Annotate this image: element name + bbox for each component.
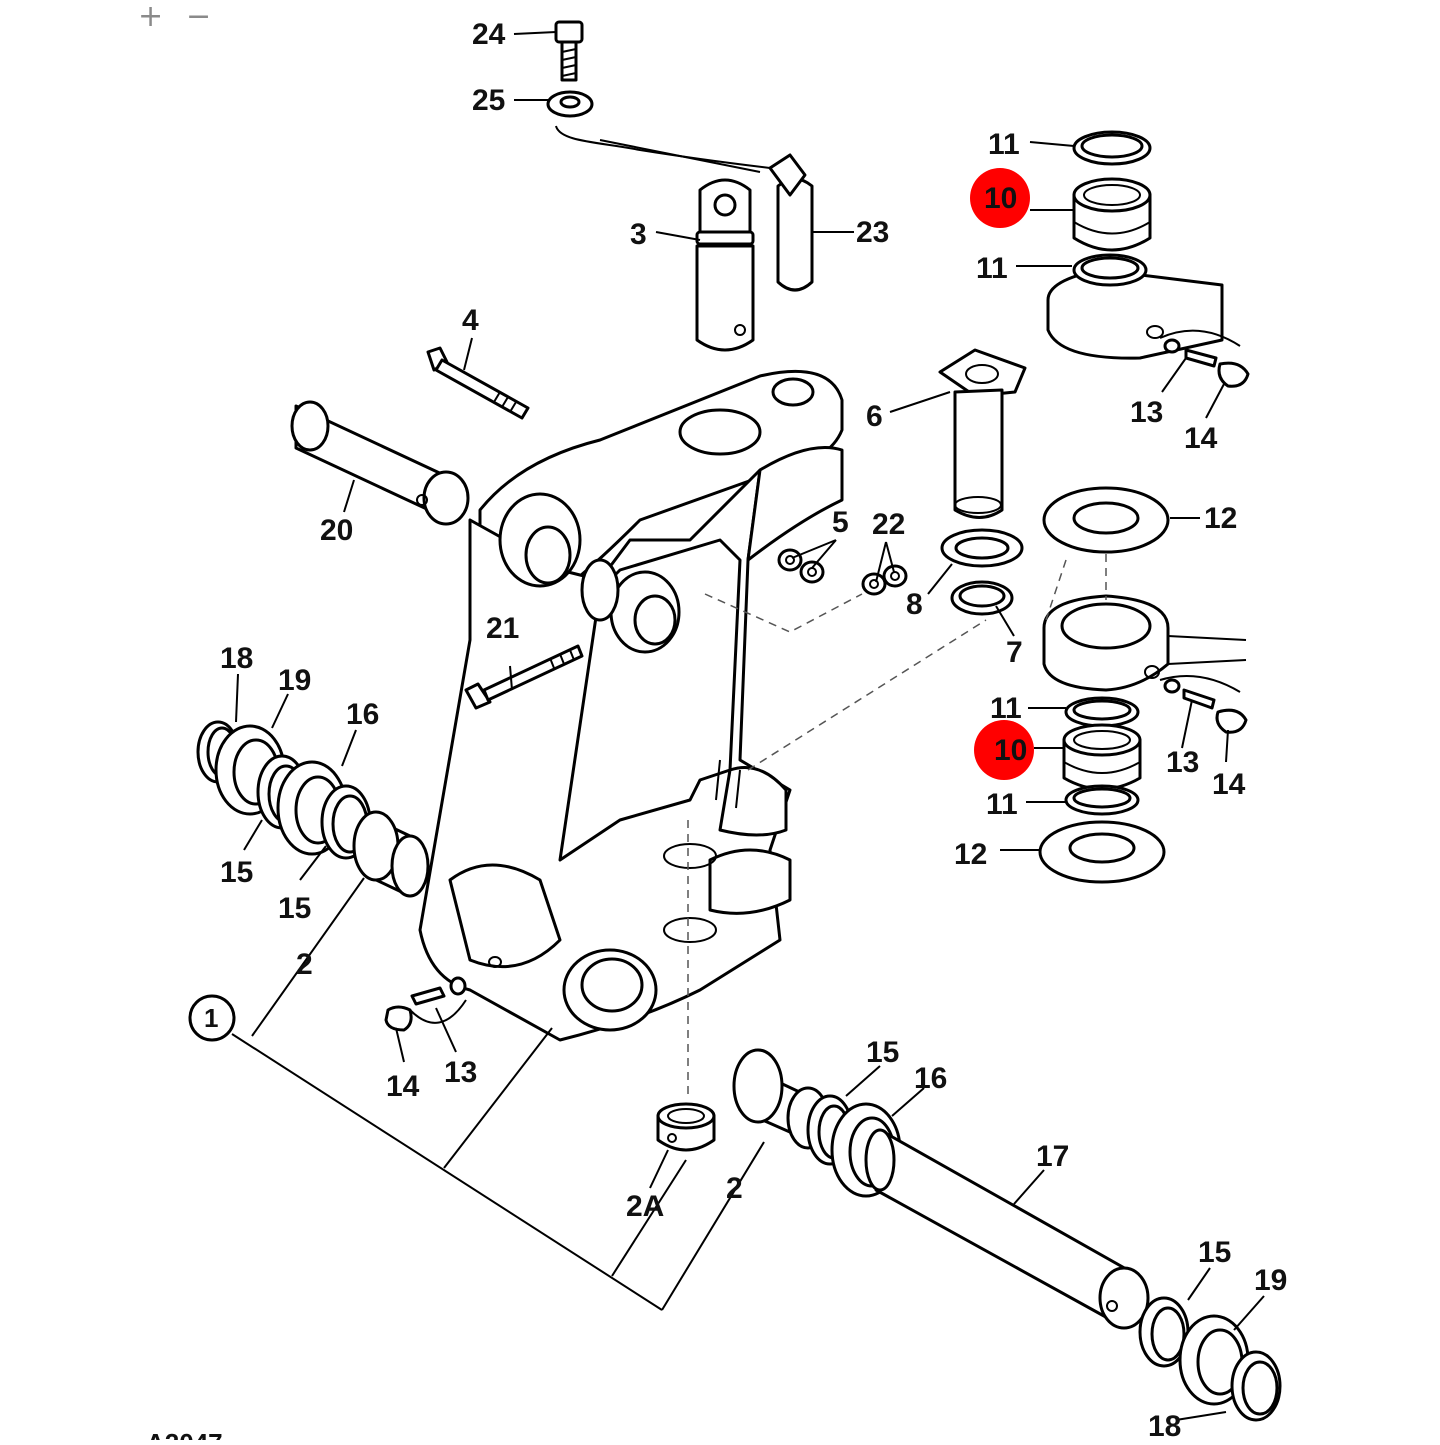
part-bolt-21 [464,644,584,710]
callout-6[interactable]: 6 [866,400,883,433]
part-pin-17 [864,1128,1150,1330]
part-bush-10-bottom [1062,723,1142,791]
part-bolt-24 [554,20,584,82]
zoom-in-button[interactable]: + [138,0,164,34]
part-bolt-4 [426,346,530,420]
part-grease-nipple-13-left [409,976,467,1024]
callout-23[interactable]: 23 [856,216,889,249]
part-ring-11-mid [1072,253,1148,287]
callout-10-b[interactable]: 10 [994,734,1027,767]
callout-12-b[interactable]: 12 [954,838,987,871]
callout-15-d[interactable]: 15 [1198,1236,1231,1269]
assembly-bracket-1 [231,877,765,1311]
callout-11-b[interactable]: 11 [976,252,1008,285]
part-washer-25 [546,90,594,118]
callout-11-c[interactable]: 11 [990,692,1022,725]
part-circlip-18-right [1230,1350,1282,1422]
callout-14-b[interactable]: 14 [1212,768,1246,801]
callout-11-d[interactable]: 11 [986,788,1018,821]
part-ring-11-top [1072,130,1152,166]
callout-18-b[interactable]: 18 [1148,1410,1181,1443]
callout-18-a[interactable]: 18 [220,642,253,675]
callout-16-a[interactable]: 16 [346,698,379,731]
callout-10-a[interactable]: 10 [984,182,1017,215]
callout-16-b[interactable]: 16 [914,1062,947,1095]
callout-11-a[interactable]: 11 [988,128,1020,161]
callout-2A[interactable]: 2A [626,1190,664,1223]
part-washer-8 [940,528,1024,568]
figure-number: A2047 [146,1428,223,1440]
part-cap-14-bottom [1215,708,1248,734]
part-nuts-22 [861,564,908,596]
part-collar-2A [656,1102,716,1152]
callout-13-c[interactable]: 13 [444,1056,477,1089]
callout-15-b[interactable]: 15 [278,892,311,925]
part-pin-3 [695,178,755,352]
highlight-marker-10-bottom[interactable] [974,720,1034,780]
highlight-marker-10-top[interactable] [970,168,1030,228]
leader-lines [235,31,1265,1421]
callout-2-b[interactable]: 2 [726,1172,743,1205]
callout-7[interactable]: 7 [1006,636,1023,669]
callout-20[interactable]: 20 [320,514,353,547]
callout-13-b[interactable]: 13 [1166,746,1199,779]
part-thrust-washer-12-top [1042,486,1170,554]
callout-12-a[interactable]: 12 [1204,502,1237,535]
callout-17[interactable]: 17 [1036,1140,1069,1173]
callout-24[interactable]: 24 [472,18,506,51]
part-cap-14-top [1217,361,1250,388]
zoom-out-button[interactable]: − [186,0,212,34]
callout-8[interactable]: 8 [906,588,923,621]
part-grease-nipple-13-top [1159,329,1241,368]
callout-19-b[interactable]: 19 [1254,1264,1287,1297]
part-lower-hub [1042,594,1247,692]
part-thrust-washer-12-bottom [1038,820,1166,884]
callout-labels: 24 25 3 23 4 20 6 5 22 8 7 21 11 10 11 1… [146,18,1287,1445]
part-ring-11-c [1064,696,1140,728]
part-cap-14-left [384,1005,413,1032]
callout-25[interactable]: 25 [472,84,505,117]
dashed-assembly-lines [687,554,1107,1100]
part-pin-6 [938,348,1027,519]
part-circlip-7 [950,580,1014,616]
callout-5[interactable]: 5 [832,506,849,539]
callout-3[interactable]: 3 [630,218,647,251]
callout-circle-1 [188,994,236,1042]
part-pin-20 [290,400,470,526]
callout-4[interactable]: 4 [462,304,479,337]
callout-15-c[interactable]: 15 [866,1036,899,1069]
part-bush-2-left [352,810,430,898]
part-shim-16-left [276,760,348,856]
callout-21[interactable]: 21 [486,612,519,645]
part-swing-casting [418,369,844,1042]
part-upper-hub [1046,268,1224,360]
part-ring-11-d [1064,784,1140,816]
callout-14-c[interactable]: 14 [386,1070,420,1103]
callout-22[interactable]: 22 [872,508,905,541]
callout-15-a[interactable]: 15 [220,856,253,889]
callout-14-a[interactable]: 14 [1184,422,1218,455]
callout-19-a[interactable]: 19 [278,664,311,697]
part-pin-23 [768,153,814,292]
lanyard-cable [555,125,771,169]
part-grease-nipple-13-bottom [1159,675,1241,710]
callout-1[interactable]: 1 [204,1003,218,1033]
part-bush-10-top [1072,177,1152,252]
callout-2-a[interactable]: 2 [296,948,313,981]
callout-13-a[interactable]: 13 [1130,396,1163,429]
